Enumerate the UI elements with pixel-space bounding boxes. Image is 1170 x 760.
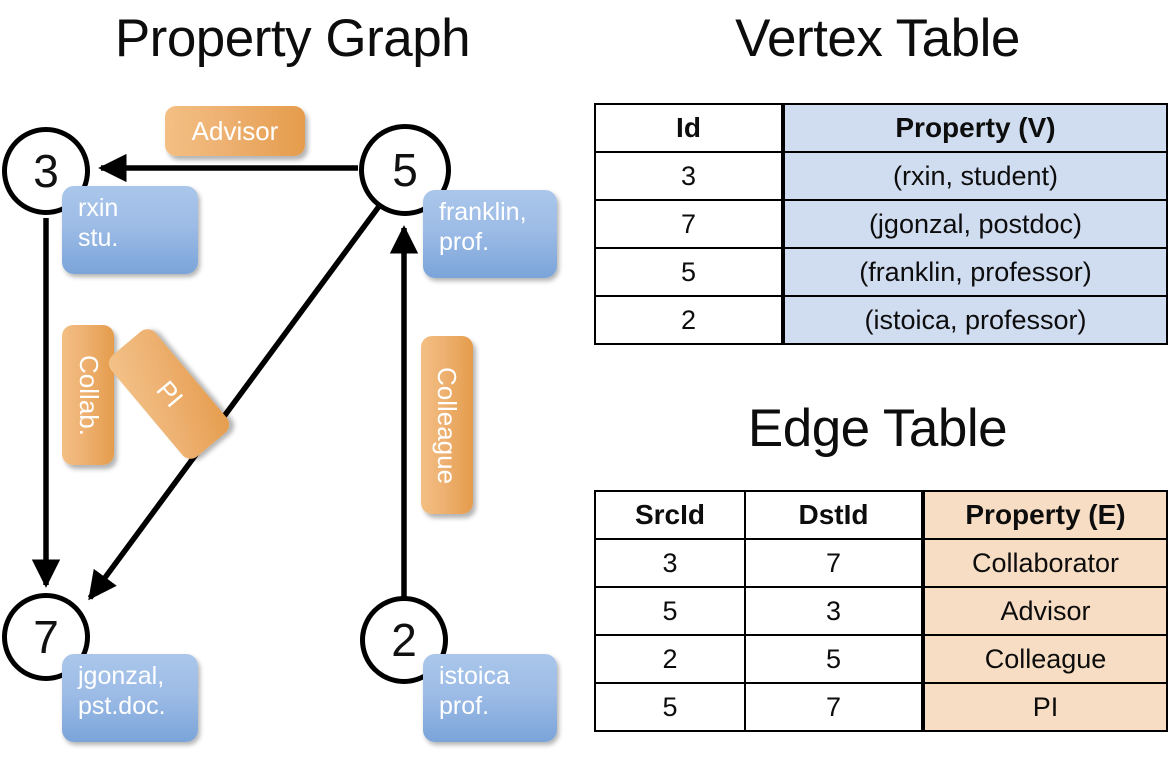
edge-table-header-row: SrcId DstId Property (E): [594, 490, 1168, 540]
graph-node-5-label: 5: [392, 144, 418, 196]
table-row[interactable]: 2 (istoica, professor): [594, 295, 1168, 345]
edge-cell-dstid: 7: [744, 538, 924, 588]
edge-cell-property: Colleague: [921, 634, 1168, 684]
edge-table: SrcId DstId Property (E) 3 7 Collaborato…: [594, 490, 1168, 732]
edge-line-pi: [87, 203, 383, 601]
vertex-cell-id: 7: [594, 199, 784, 249]
page-title-edge-table: Edge Table: [747, 399, 1008, 458]
graph-edge-lines: [31, 153, 419, 601]
table-row[interactable]: 7 (jgonzal, postdoc): [594, 199, 1168, 249]
table-row[interactable]: 3 (rxin, student): [594, 151, 1168, 201]
edge-cell-property: Advisor: [921, 586, 1168, 636]
vertex-cell-id: 2: [594, 295, 784, 345]
page-title-property-graph: Property Graph: [114, 9, 471, 68]
edge-label-colleague-text: Colleague: [432, 366, 463, 484]
graph-node-5[interactable]: 5: [359, 124, 451, 216]
vertex-table-header-property: Property (V): [781, 103, 1168, 153]
edge-cell-dstid: 7: [744, 682, 924, 732]
graph-node-2[interactable]: 2: [360, 596, 448, 684]
edge-cell-property: PI: [921, 682, 1168, 732]
edge-cell-srcid: 5: [594, 586, 746, 636]
edge-label-collab-text: Collab.: [73, 354, 104, 436]
vertex-table: Id Property (V) 3 (rxin, student) 7 (jgo…: [594, 103, 1168, 345]
edge-cell-property: Collaborator: [921, 538, 1168, 588]
node-property-3-line2: stu.: [78, 223, 119, 252]
node-property-box-5: franklin, prof.: [423, 190, 557, 278]
node-property-3-line1: rxin: [78, 194, 119, 222]
edge-label-advisor: Advisor: [165, 106, 305, 156]
edge-label-pi-text: PI: [149, 374, 189, 413]
graph-node-7-label: 7: [33, 611, 59, 663]
node-property-2-line2: prof.: [439, 691, 490, 720]
vertex-cell-property: (istoica, professor): [781, 295, 1168, 345]
edge-label-collab: Collab.: [62, 325, 114, 465]
edge-table-header-property: Property (E): [921, 490, 1168, 540]
table-row[interactable]: 5 7 PI: [594, 682, 1168, 732]
edge-cell-srcid: 3: [594, 538, 746, 588]
table-row[interactable]: 3 7 Collaborator: [594, 538, 1168, 588]
page-title-vertex-table: Vertex Table: [735, 9, 1020, 68]
table-row[interactable]: 5 3 Advisor: [594, 586, 1168, 636]
edge-table-header-dstid: DstId: [744, 490, 924, 540]
graph-node-3-label: 3: [33, 145, 59, 197]
vertex-cell-property: (jgonzal, postdoc): [781, 199, 1168, 249]
edge-cell-dstid: 3: [744, 586, 924, 636]
vertex-cell-property: (rxin, student): [781, 151, 1168, 201]
edge-cell-srcid: 2: [594, 634, 746, 684]
vertex-cell-property: (franklin, professor): [781, 247, 1168, 297]
vertex-cell-id: 3: [594, 151, 784, 201]
edge-table-header-srcid: SrcId: [594, 490, 746, 540]
property-graph-diagram: 3 5 7 2 rxin stu. franklin, prof. jgonza…: [2, 106, 557, 742]
table-row[interactable]: 2 5 Colleague: [594, 634, 1168, 684]
table-row[interactable]: 5 (franklin, professor): [594, 247, 1168, 297]
edge-label-colleague: Colleague: [421, 336, 473, 514]
edge-label-advisor-text: Advisor: [191, 115, 279, 146]
edge-cell-srcid: 5: [594, 682, 746, 732]
node-property-box-3: rxin stu.: [62, 186, 198, 274]
node-property-5-line2: prof.: [439, 227, 490, 256]
vertex-table-header-id: Id: [594, 103, 784, 153]
vertex-table-header-row: Id Property (V): [594, 103, 1168, 153]
edge-cell-dstid: 5: [744, 634, 924, 684]
node-property-5-line1: franklin,: [439, 198, 527, 226]
graph-node-2-label: 2: [391, 614, 417, 666]
node-property-7-line2: pst.doc.: [78, 691, 166, 720]
node-property-box-2: istoica prof.: [423, 654, 557, 742]
vertex-cell-id: 5: [594, 247, 784, 297]
node-property-2-line1: istoica: [439, 662, 510, 690]
node-property-box-7: jgonzal, pst.doc.: [62, 654, 198, 742]
node-property-7-line1: jgonzal,: [78, 662, 165, 690]
